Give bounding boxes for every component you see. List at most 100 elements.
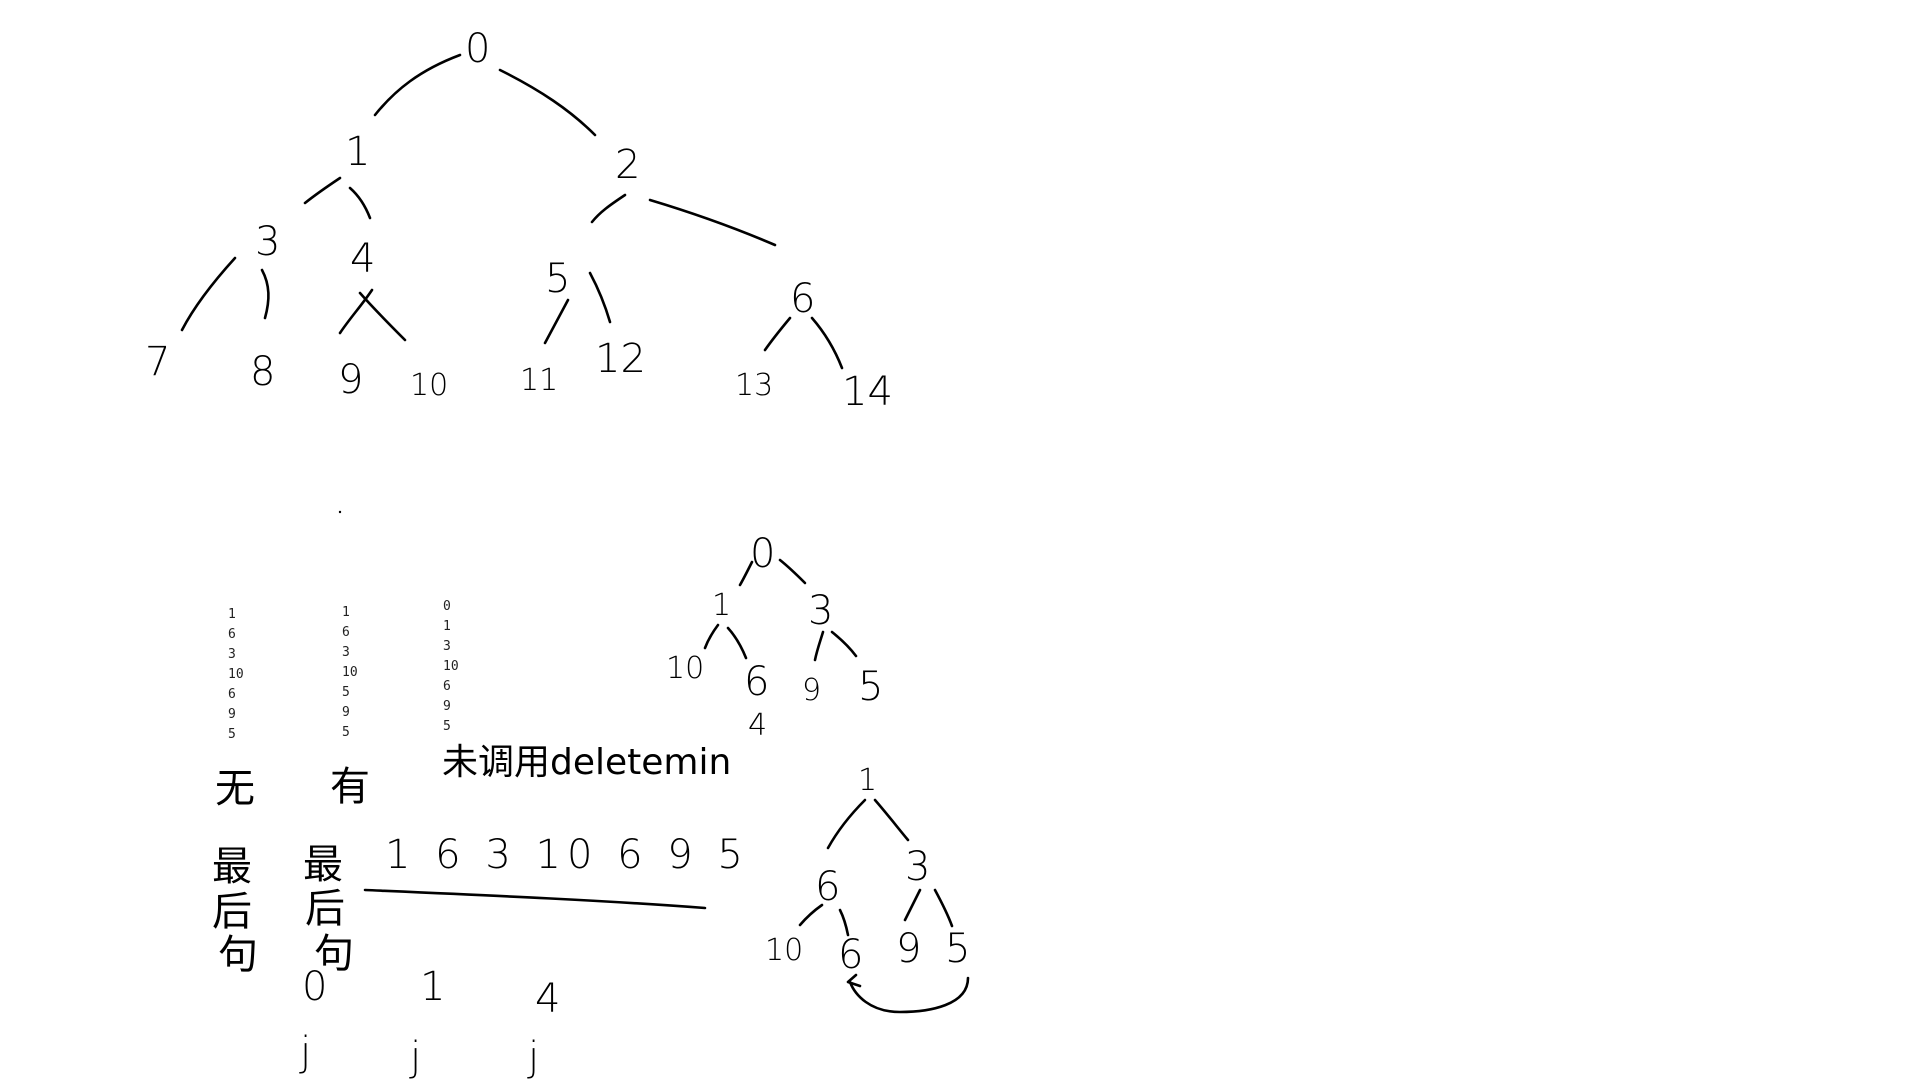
index-value-1: 1 — [420, 964, 445, 1010]
node-7: 7 — [145, 339, 170, 385]
bottom-node-6b: 6 — [838, 932, 863, 978]
edge-0-2 — [498, 68, 597, 137]
bottom-tree: 1 6 3 10 6 9 5 — [765, 763, 970, 1014]
mid-edge-1-6 — [726, 626, 748, 660]
bottom-node-6: 6 — [815, 864, 840, 910]
mid-node-10: 10 — [666, 651, 704, 686]
col-a-value: 1 — [228, 607, 236, 622]
node-3: 3 — [255, 219, 280, 265]
node-10: 10 — [410, 368, 448, 403]
index-value-0: 0 — [302, 964, 327, 1010]
top-tree: 0 1 2 3 4 5 6 7 8 9 10 11 12 13 14 — [145, 26, 893, 415]
col-c-value: 3 — [443, 639, 451, 654]
mid-node-0: 0 — [750, 531, 775, 577]
bottom-edge-3-5 — [933, 888, 954, 928]
node-8: 8 — [250, 349, 275, 395]
col-c-value: 9 — [443, 699, 451, 714]
swap-arrowhead — [846, 973, 862, 988]
edge-4-10 — [358, 291, 407, 342]
mid-node-6: 6 — [744, 659, 769, 705]
edge-6-14 — [810, 316, 844, 370]
label-with-last-line: 有 最 后 句 — [303, 764, 370, 977]
col-a-value: 3 — [228, 647, 236, 662]
bottom-node-9: 9 — [896, 926, 921, 972]
bottom-edge-6-10 — [798, 903, 824, 927]
edge-1-3 — [303, 176, 342, 205]
middle-tree: 0 1 3 10 6 9 5 4 — [666, 531, 883, 743]
node-6: 6 — [790, 276, 815, 322]
node-13: 13 — [735, 368, 773, 403]
edge-2-5 — [590, 193, 627, 224]
bottom-edge-1-3 — [873, 798, 910, 842]
bottom-edge-1-6 — [826, 798, 867, 850]
node-4: 4 — [350, 236, 375, 282]
col-a-value: 6 — [228, 687, 236, 702]
index-value-4: 4 — [535, 976, 560, 1022]
edge-2-6 — [648, 198, 777, 247]
mid-node-1: 1 — [712, 588, 731, 623]
col-b-value: 10 — [342, 665, 358, 680]
node-0: 0 — [465, 26, 490, 72]
label-without-char: 后 — [212, 889, 252, 935]
printed-column-b: 1 6 3 10 5 9 5 — [342, 605, 358, 740]
bottom-node-1: 1 — [858, 763, 877, 798]
label-without-char: 句 — [218, 932, 258, 978]
label-with-char: 最 — [303, 842, 343, 888]
edge-5-11 — [543, 298, 570, 345]
mid-edge-3-5 — [830, 630, 858, 658]
bottom-edge-6-6 — [838, 908, 850, 937]
edge-0-1 — [373, 53, 462, 117]
edge-4-9 — [338, 288, 374, 335]
mid-node-3: 3 — [808, 588, 833, 634]
edge-1-4 — [348, 186, 372, 220]
col-a-value: 5 — [228, 727, 236, 742]
label-with-char: 后 — [305, 886, 345, 932]
node-1: 1 — [345, 129, 370, 175]
col-b-value: 6 — [342, 625, 350, 640]
mid-edge-0-1 — [738, 560, 754, 587]
col-a-value: 6 — [228, 627, 236, 642]
label-with-char: 有 — [330, 764, 370, 810]
mid-node-9: 9 — [802, 673, 821, 708]
mid-edge-0-3 — [778, 558, 807, 585]
stray-dot — [338, 510, 342, 514]
index-letter-j: j — [527, 1034, 539, 1080]
col-c-value: 1 — [443, 619, 451, 634]
node-5: 5 — [545, 256, 570, 302]
edge-3-8 — [260, 268, 270, 320]
col-c-value: 5 — [443, 719, 451, 734]
col-a-value: 9 — [228, 707, 236, 722]
bottom-node-3: 3 — [905, 844, 930, 890]
col-c-value: 0 — [443, 599, 451, 614]
label-without-char: 无 — [215, 766, 255, 812]
col-b-value: 5 — [342, 685, 350, 700]
col-c-value: 6 — [443, 679, 451, 694]
col-a-value: 10 — [228, 667, 244, 682]
index-letter-j: j — [299, 1029, 311, 1075]
index-letter-j: j — [409, 1034, 421, 1080]
col-c-value: 10 — [443, 659, 459, 674]
bottom-node-10: 10 — [765, 933, 803, 968]
col-b-value: 5 — [342, 725, 350, 740]
swap-arrow — [848, 976, 970, 1014]
sequence-text: 1 6 3 10 6 9 5 — [385, 832, 749, 878]
printed-column-a: 1 6 3 10 6 9 5 — [228, 607, 244, 742]
col-b-value: 9 — [342, 705, 350, 720]
label-without-last-line: 无 最 后 句 — [212, 766, 258, 978]
mid-edge-1-10 — [703, 623, 720, 650]
deletemin-note: 未调用deletemin — [442, 742, 731, 783]
label-without-char: 最 — [212, 844, 252, 890]
edge-3-7 — [180, 256, 237, 332]
mid-node-5: 5 — [858, 664, 883, 710]
node-2: 2 — [615, 142, 640, 188]
mid-extra-label: 4 — [748, 708, 767, 743]
edge-6-13 — [763, 316, 792, 352]
edge-5-12 — [588, 271, 612, 324]
node-12: 12 — [595, 336, 646, 382]
col-b-value: 3 — [342, 645, 350, 660]
node-14: 14 — [842, 369, 893, 415]
label-with-char: 句 — [314, 931, 354, 977]
printed-column-c: 0 1 3 10 6 9 5 — [443, 599, 459, 734]
